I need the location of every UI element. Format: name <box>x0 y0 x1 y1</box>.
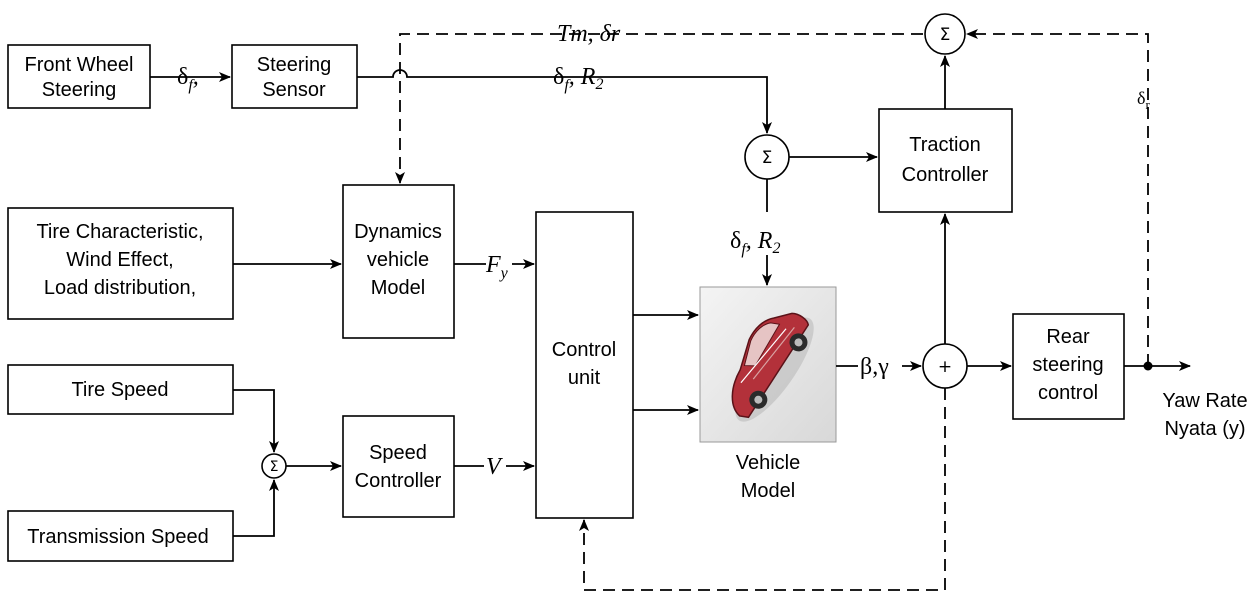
signal-beta-gamma-label: β,γ <box>860 354 889 380</box>
signal-delta-r-label: δr <box>1137 88 1150 112</box>
svg-text:Front Wheel: Front Wheel <box>25 54 134 76</box>
svg-text:Load distribution,: Load distribution, <box>44 277 196 299</box>
control-unit-block: Control unit <box>535 211 634 519</box>
signal-fy-label: Fy <box>485 252 509 282</box>
car-icon <box>731 312 814 422</box>
svg-text:Fy: Fy <box>485 252 509 282</box>
transmission-speed-block: Transmission Speed <box>7 510 234 562</box>
tire-characteristic-block: Tire Characteristic, Wind Effect, Load d… <box>7 207 234 320</box>
svg-text:control: control <box>1038 382 1098 404</box>
svg-text:Controller: Controller <box>355 470 442 492</box>
svg-text:vehicle: vehicle <box>367 249 429 271</box>
svg-text:Dynamics: Dynamics <box>354 221 442 243</box>
vehicle-model-caption-2: Model <box>741 480 795 502</box>
signal-delta-f-r2-top-label: δf, R2 <box>553 64 603 94</box>
svg-text:Control: Control <box>552 339 616 361</box>
svg-text:Speed: Speed <box>369 442 427 464</box>
svg-text:δr: δr <box>1137 88 1150 112</box>
svg-text:δf, R2: δf, R2 <box>553 64 603 94</box>
svg-text:unit: unit <box>568 367 601 389</box>
dynamics-vehicle-model-block: Dynamics vehicle Model <box>342 184 455 339</box>
svg-text:+: + <box>938 357 952 377</box>
svg-text:Tire Characteristic,: Tire Characteristic, <box>36 221 203 243</box>
svg-text:β,γ: β,γ <box>860 354 889 380</box>
signal-delta-f-label: δf, <box>177 64 199 94</box>
svg-text:Traction: Traction <box>909 134 981 156</box>
svg-text:Wind Effect,: Wind Effect, <box>66 249 173 271</box>
svg-text:Sensor: Sensor <box>262 79 326 101</box>
rear-steering-control-block: Rear steering control <box>1012 313 1125 420</box>
svg-text:Controller: Controller <box>902 164 989 186</box>
sum-junction-middle: Σ <box>744 134 790 180</box>
svg-text:Steering: Steering <box>42 79 117 101</box>
svg-text:δf,: δf, <box>177 64 199 94</box>
svg-text:Tire Speed: Tire Speed <box>71 379 168 401</box>
steering-sensor-block: Steering Sensor <box>231 44 358 109</box>
vehicle-model-caption: Vehicle <box>736 452 801 474</box>
svg-text:Steering: Steering <box>257 54 332 76</box>
svg-text:Model: Model <box>371 277 425 299</box>
sum-junction-top: Σ <box>924 13 966 55</box>
svg-text:Σ: Σ <box>762 148 773 168</box>
svg-text:V: V <box>486 454 503 480</box>
vehicle-model-image <box>699 286 837 443</box>
signal-delta-f-r2-mid-label: δf, R2 <box>730 228 780 258</box>
svg-text:δf, R2: δf, R2 <box>730 228 780 258</box>
plus-junction: + <box>922 343 968 389</box>
signal-v-label: V <box>486 454 503 480</box>
svg-text:Tm, δr: Tm, δr <box>557 21 621 47</box>
svg-text:Σ: Σ <box>270 459 279 475</box>
front-wheel-steering-block: Front Wheel Steering <box>7 44 151 109</box>
svg-text:Σ: Σ <box>940 25 951 45</box>
svg-text:steering: steering <box>1032 354 1103 376</box>
signal-tm-delta-r-label: Tm, δr <box>557 21 621 47</box>
output-label-line1: Yaw Rate <box>1162 390 1247 412</box>
svg-text:Transmission Speed: Transmission Speed <box>27 526 209 548</box>
svg-text:Rear: Rear <box>1046 326 1090 348</box>
speed-controller-block: Speed Controller <box>342 415 455 518</box>
dashed-connections <box>395 29 1149 591</box>
tire-speed-block: Tire Speed <box>7 364 234 415</box>
solid-connections <box>150 55 1191 537</box>
traction-controller-block: Traction Controller <box>878 108 1013 213</box>
sum-junction-speed: Σ <box>261 453 287 479</box>
output-label-line2: Nyata (y) <box>1164 418 1245 440</box>
